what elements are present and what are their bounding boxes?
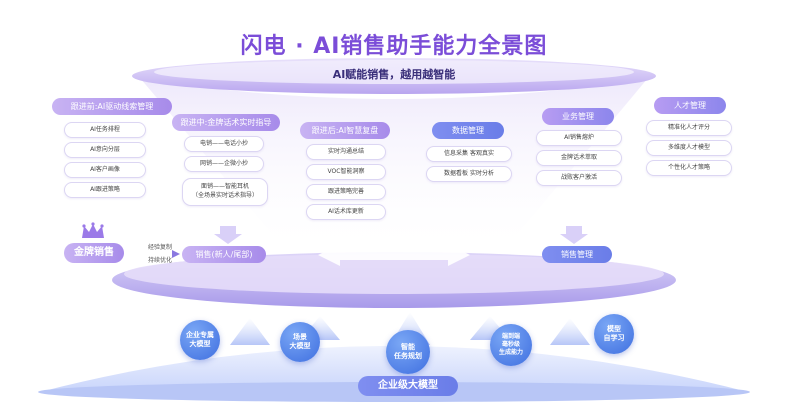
post-item: AI话术库更新 [306,204,386,220]
talent-item: 精准化人才评分 [646,120,732,136]
data-item: 信息采集 客观真实 [426,146,512,162]
sales-management-badge: 销售管理 [542,246,612,263]
talent-item: 个性化人才策略 [646,160,732,176]
crown-icon [82,222,104,238]
during-item: 电销——电话小抄 [184,136,264,152]
pre-item: AI跟进策略 [64,182,146,198]
during-followup-header: 跟进中:金牌话术实时指导 [172,114,280,131]
experience-copy-label: 经验复制 [148,244,173,251]
during-item: 网销——企微小抄 [184,156,264,172]
talent-item: 多维度人才模型 [646,140,732,156]
capability-bubble-task-planning: 智能任务规划 [386,330,430,374]
continuous-optimize-label: 持续优化 [148,257,173,264]
talent-management-header: 人才管理 [654,97,726,114]
capability-bubble-generation: 端到端毫秒级生成能力 [490,324,532,366]
gold-sales-badge: 金牌销售 [64,243,124,263]
post-item: 跟进策略完善 [306,184,386,200]
during-multi-line2: （全场景实时话术指导） [191,192,258,199]
business-management-header: 业务管理 [542,108,614,125]
capability-bubble-self-learning: 模型自学习 [594,314,634,354]
post-item: 实时沟通总结 [306,144,386,160]
page-subtitle: AI赋能销售，越用越智能 [332,68,456,81]
enterprise-model-base-label: 企业级大模型 [358,376,458,396]
page-title: 闪电 · AI销售助手能力全景图 [240,34,548,59]
capability-bubble-enterprise-model: 企业专属大模型 [180,320,220,360]
during-item-multiline: 面销——智能耳机 （全场景实时话术指导） [182,178,268,206]
pre-followup-header: 跟进前:AI驱动线索管理 [52,98,172,115]
business-item: 金牌话术萃取 [536,150,622,166]
pre-item: AI任务排程 [64,122,146,138]
business-item: 战败客户激活 [536,170,622,186]
during-multi-line1: 面销——智能耳机 [200,183,249,190]
pre-item: AI客户画像 [64,162,146,178]
capability-bubble-scene-model: 场景大模型 [280,322,320,362]
data-management-header: 数据管理 [432,122,504,139]
data-item: 数据看板 实时分析 [426,166,512,182]
post-item: VOC智能洞察 [306,164,386,180]
post-followup-header: 跟进后:AI智慧复盘 [300,122,390,139]
business-item: AI销售熔炉 [536,130,622,146]
pre-item: AI意向分层 [64,142,146,158]
new-sales-badge: 销售(新人/尾部) [182,246,266,263]
